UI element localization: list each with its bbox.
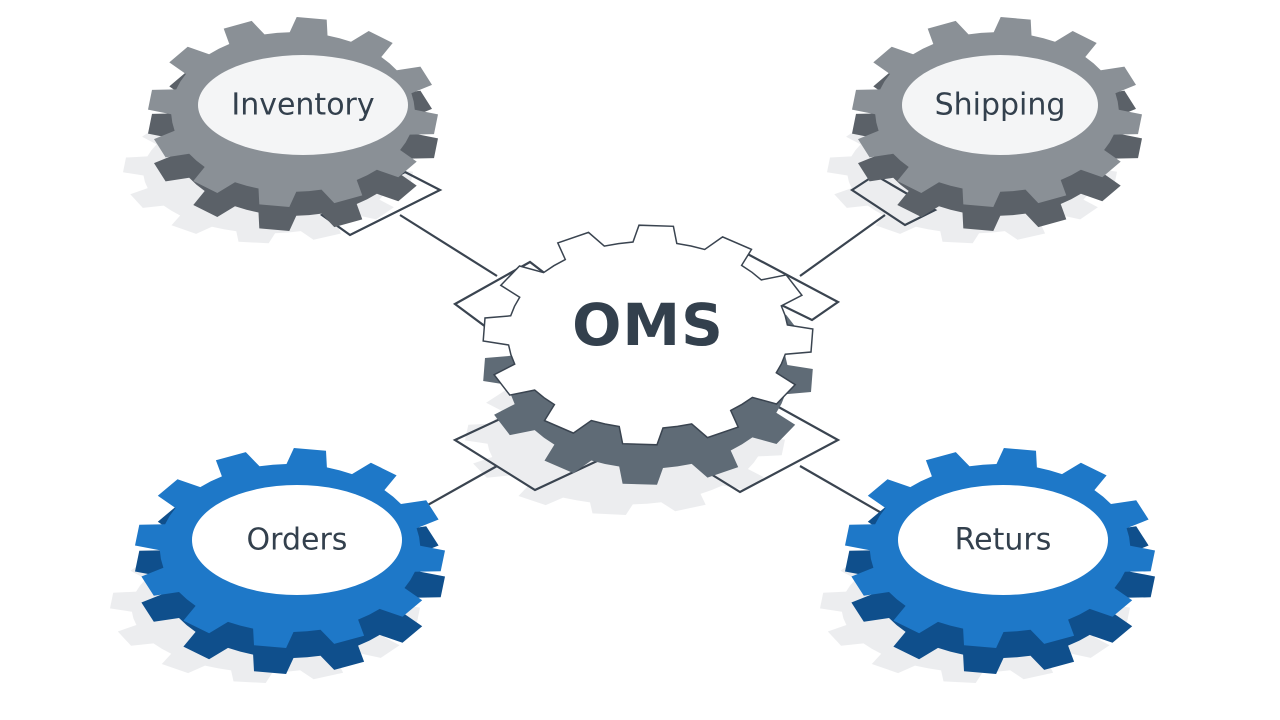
- orders-label-plate: [192, 485, 402, 595]
- shipping-gear: [852, 17, 1142, 231]
- connector-line: [399, 214, 498, 277]
- inventory-label-plate: [198, 55, 408, 155]
- shipping-label: Shipping: [935, 88, 1066, 123]
- returns-label: Returs: [955, 523, 1052, 558]
- orders-label: Orders: [247, 523, 348, 558]
- connector-plate: [849, 173, 938, 227]
- oms-gear-face: [482, 224, 814, 446]
- oms-gear: [482, 224, 814, 485]
- shipping-label-plate: [902, 55, 1098, 155]
- inventory-label: Inventory: [231, 88, 374, 123]
- orders-gear: [135, 448, 445, 674]
- oms-label: OMS: [572, 291, 724, 359]
- connector-line: [799, 214, 886, 277]
- inventory-gear: [148, 17, 438, 231]
- returns-label-plate: [898, 485, 1108, 595]
- gears: [135, 17, 1155, 674]
- connector-line: [799, 465, 886, 516]
- gear-labels: Inventory Shipping Orders Returs OMS: [231, 88, 1065, 558]
- returns-gear: [845, 448, 1155, 674]
